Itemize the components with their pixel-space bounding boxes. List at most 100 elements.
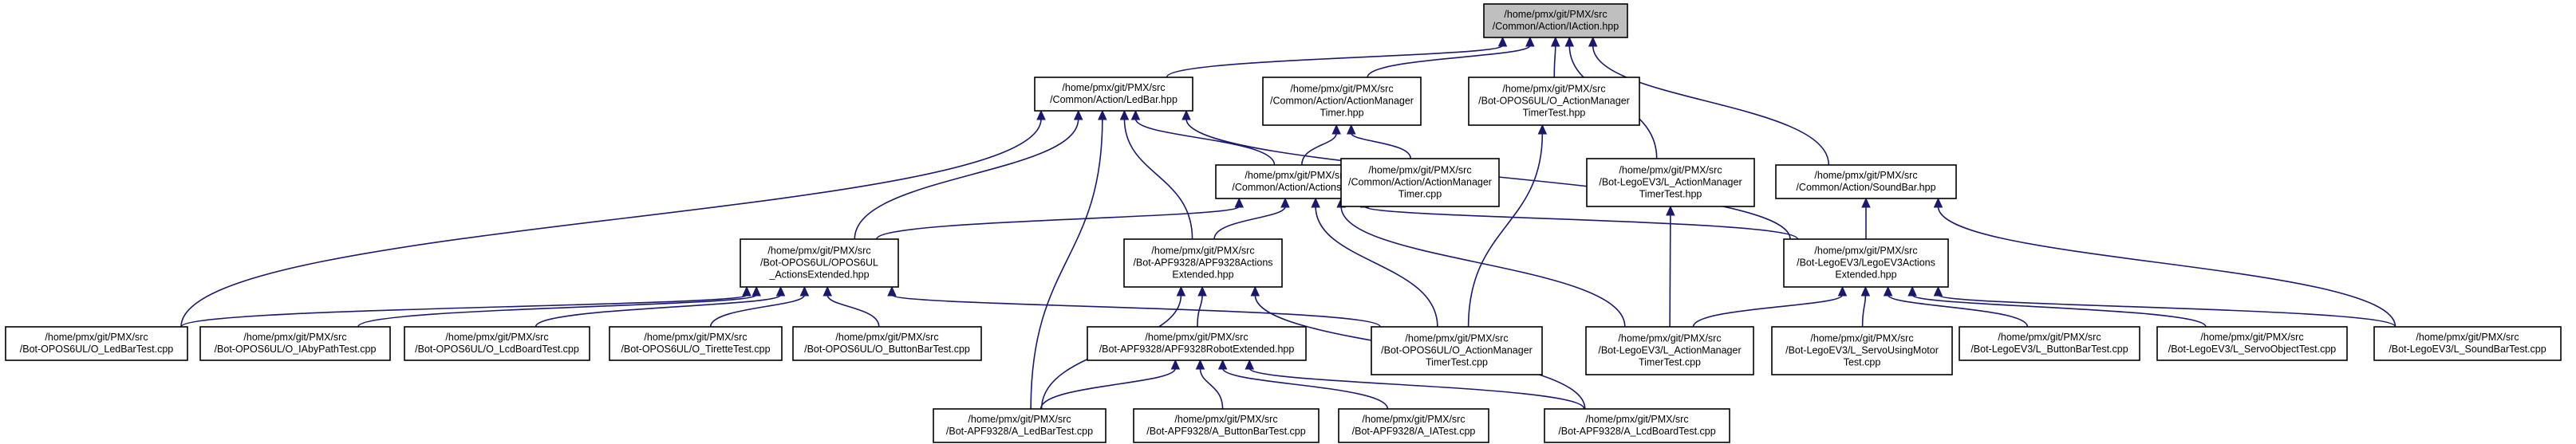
node-opos-ext[interactable]: /home/pmx/git/PMX/src/Bot-OPOS6UL/OPOS6U… bbox=[740, 238, 899, 288]
node-a-button[interactable]: /home/pmx/git/PMX/src/Bot-APF9328/A_Butt… bbox=[1133, 408, 1320, 443]
node-label-line: /home/pmx/git/PMX/src bbox=[243, 332, 346, 343]
edge-amtimer-cpp-to-amtimer bbox=[1346, 124, 1412, 159]
node-label-line: /home/pmx/git/PMX/src bbox=[1174, 414, 1277, 425]
edge-opos-ext-to-actions bbox=[875, 197, 1245, 240]
node-label-line: /home/pmx/git/PMX/src bbox=[1151, 246, 1254, 257]
arrowhead-icon bbox=[1497, 36, 1508, 47]
arrowhead-icon bbox=[1176, 285, 1186, 297]
node-l-button[interactable]: /home/pmx/git/PMX/src/Bot-LegoEV3/L_Butt… bbox=[1959, 326, 2140, 361]
edge-l-amtt-cpp-to-actions bbox=[1336, 197, 1626, 328]
node-label-line: /home/pmx/git/PMX/src bbox=[1814, 170, 1917, 181]
arrowhead-icon bbox=[775, 285, 786, 297]
node-iaction[interactable]: /home/pmx/git/PMX/src/Common/Action/IAct… bbox=[1483, 3, 1628, 38]
arrowhead-icon bbox=[742, 285, 751, 297]
node-label-line: /Bot-APF9328/A_LcdBoardTest.cpp bbox=[1558, 426, 1715, 437]
node-label-line: /Bot-OPOS6UL/O_TiretteTest.cpp bbox=[621, 344, 770, 355]
node-o-iaby[interactable]: /home/pmx/git/PMX/src/Bot-OPOS6UL/O_IAby… bbox=[199, 326, 391, 361]
node-label-line: /home/pmx/git/PMX/src bbox=[1810, 333, 1913, 344]
node-o-lcd[interactable]: /home/pmx/git/PMX/src/Bot-OPOS6UL/O_LcdB… bbox=[404, 326, 590, 361]
arrowhead-icon bbox=[1550, 36, 1560, 47]
edge-line bbox=[1553, 45, 1556, 78]
node-apf-robot[interactable]: /home/pmx/git/PMX/src/Bot-APF9328/APF932… bbox=[1087, 326, 1307, 361]
node-o-tirette[interactable]: /home/pmx/git/PMX/src/Bot-OPOS6UL/O_Tire… bbox=[609, 326, 783, 361]
edge-line bbox=[1350, 132, 1412, 159]
edge-line bbox=[1301, 132, 1337, 166]
node-a-ledbar[interactable]: /home/pmx/git/PMX/src/Bot-APF9328/A_LedB… bbox=[933, 408, 1107, 443]
node-label-line: /Bot-LegoEV3/L_ActionManager bbox=[1598, 345, 1741, 356]
arrowhead-icon bbox=[823, 285, 832, 297]
node-box bbox=[1771, 326, 1953, 375]
node-a-ia[interactable]: /home/pmx/git/PMX/src/Bot-APF9328/A_IATe… bbox=[1338, 408, 1489, 443]
edge-a-button-to-apf-robot bbox=[1195, 359, 1224, 410]
node-label-line: TimerTest.hpp bbox=[1639, 189, 1702, 200]
node-soundbar[interactable]: /home/pmx/git/PMX/src/Common/Action/Soun… bbox=[1775, 164, 1957, 199]
node-label-line: Extended.hpp bbox=[1835, 269, 1896, 281]
node-label-line: /Common/Action/ActionManager bbox=[1270, 96, 1414, 107]
arrowhead-icon bbox=[1861, 197, 1871, 208]
edge-line bbox=[1937, 294, 2397, 328]
edge-line bbox=[1467, 132, 1544, 328]
edge-line bbox=[1861, 294, 1867, 328]
arrowhead-icon bbox=[799, 285, 810, 297]
node-label-line: /home/pmx/git/PMX/src bbox=[1619, 165, 1722, 176]
node-box bbox=[1468, 77, 1640, 126]
node-label-line: Test.cpp bbox=[1844, 357, 1881, 368]
node-o-ledbartest[interactable]: /home/pmx/git/PMX/src/Bot-OPOS6UL/O_LedB… bbox=[5, 326, 188, 361]
arrowhead-icon bbox=[1666, 205, 1675, 216]
node-label-line: /home/pmx/git/PMX/src bbox=[1405, 333, 1508, 344]
node-box bbox=[933, 408, 1107, 443]
node-label-line: /Bot-OPOS6UL/O_IAbyPathTest.cpp bbox=[215, 344, 377, 355]
node-box bbox=[609, 326, 783, 361]
edge-line bbox=[1134, 118, 1276, 166]
node-o-amtt-cpp[interactable]: /home/pmx/git/PMX/src/Bot-OPOS6UL/O_Acti… bbox=[1371, 326, 1543, 375]
node-box bbox=[1775, 164, 1957, 199]
arrowhead-icon bbox=[1346, 124, 1356, 135]
edge-apf-ext-to-ledbar bbox=[1119, 109, 1193, 240]
edge-line bbox=[854, 118, 1079, 240]
edge-line bbox=[1340, 206, 1626, 328]
node-apf-ext[interactable]: /home/pmx/git/PMX/src/Bot-APF9328/APF932… bbox=[1123, 238, 1283, 288]
node-label-line: /Common/Action/LedBar.hpp bbox=[1050, 94, 1178, 105]
node-o-amtt-hpp[interactable]: /home/pmx/git/PMX/src/Bot-OPOS6UL/O_Acti… bbox=[1468, 77, 1640, 126]
node-l-servomotor[interactable]: /home/pmx/git/PMX/src/Bot-LegoEV3/L_Serv… bbox=[1771, 326, 1953, 375]
edge-o-iaby-to-opos-ext bbox=[357, 285, 761, 328]
arrowhead-icon bbox=[1907, 285, 1917, 297]
node-l-amtt-hpp[interactable]: /home/pmx/git/PMX/src/Bot-LegoEV3/L_Acti… bbox=[1586, 158, 1755, 207]
node-label-line: /home/pmx/git/PMX/src bbox=[1618, 333, 1721, 344]
edge-line bbox=[1669, 214, 1671, 328]
node-label-line: /home/pmx/git/PMX/src bbox=[1145, 332, 1248, 343]
node-l-servoobj[interactable]: /home/pmx/git/PMX/src/Bot-LegoEV3/L_Serv… bbox=[2156, 326, 2348, 361]
edge-line bbox=[535, 294, 782, 328]
node-label-line: /Bot-OPOS6UL/O_LcdBoardTest.cpp bbox=[415, 344, 579, 355]
node-box bbox=[740, 238, 899, 288]
node-box bbox=[199, 326, 391, 361]
edge-line bbox=[1363, 206, 1799, 240]
node-lego-ext[interactable]: /home/pmx/git/PMX/src/Bot-LegoEV3/LegoEV… bbox=[1783, 238, 1949, 288]
arrowhead-icon bbox=[1537, 124, 1548, 135]
node-label-line: Extended.hpp bbox=[1172, 269, 1233, 281]
node-l-amtt-cpp[interactable]: /home/pmx/git/PMX/src/Bot-LegoEV3/L_Acti… bbox=[1585, 326, 1754, 375]
edge-l-sound-to-lego-ext bbox=[1933, 285, 2397, 328]
edge-line bbox=[1937, 206, 2397, 328]
edge-line bbox=[1166, 45, 1504, 78]
node-o-button[interactable]: /home/pmx/git/PMX/src/Bot-OPOS6UL/O_Butt… bbox=[792, 326, 982, 361]
edge-a-ledbar-to-ledbar bbox=[1030, 109, 1107, 410]
node-box bbox=[1585, 326, 1754, 375]
edge-o-amtt-cpp-to-actions bbox=[1311, 197, 1438, 328]
edge-apf-ext-to-actions bbox=[1213, 197, 1290, 240]
node-amtimer-cpp[interactable]: /home/pmx/git/PMX/src/Common/Action/Acti… bbox=[1340, 158, 1500, 207]
node-label-line: TimerTest.cpp bbox=[1639, 357, 1701, 368]
node-label-line: /home/pmx/git/PMX/src bbox=[835, 332, 938, 343]
node-box bbox=[1338, 408, 1489, 443]
node-l-sound[interactable]: /home/pmx/git/PMX/src/Bot-LegoEV3/L_Soun… bbox=[2373, 326, 2562, 361]
edge-o-amtt-hpp-to-iaction bbox=[1550, 36, 1560, 78]
node-label-line: Timer.cpp bbox=[1398, 189, 1442, 200]
node-a-lcd[interactable]: /home/pmx/git/PMX/src/Bot-APF9328/A_LcdB… bbox=[1544, 408, 1730, 443]
node-label-line: /Common/Action/SoundBar.hpp bbox=[1796, 182, 1935, 193]
arrowhead-icon bbox=[1933, 197, 1943, 208]
node-label-line: /Bot-LegoEV3/L_SoundBarTest.cpp bbox=[2389, 344, 2546, 355]
edge-l-servomotor-to-lego-ext bbox=[1860, 285, 1871, 328]
node-ledbar[interactable]: /home/pmx/git/PMX/src/Common/Action/LedB… bbox=[1034, 77, 1193, 112]
node-amtimer[interactable]: /home/pmx/git/PMX/src/Common/Action/Acti… bbox=[1262, 77, 1422, 126]
